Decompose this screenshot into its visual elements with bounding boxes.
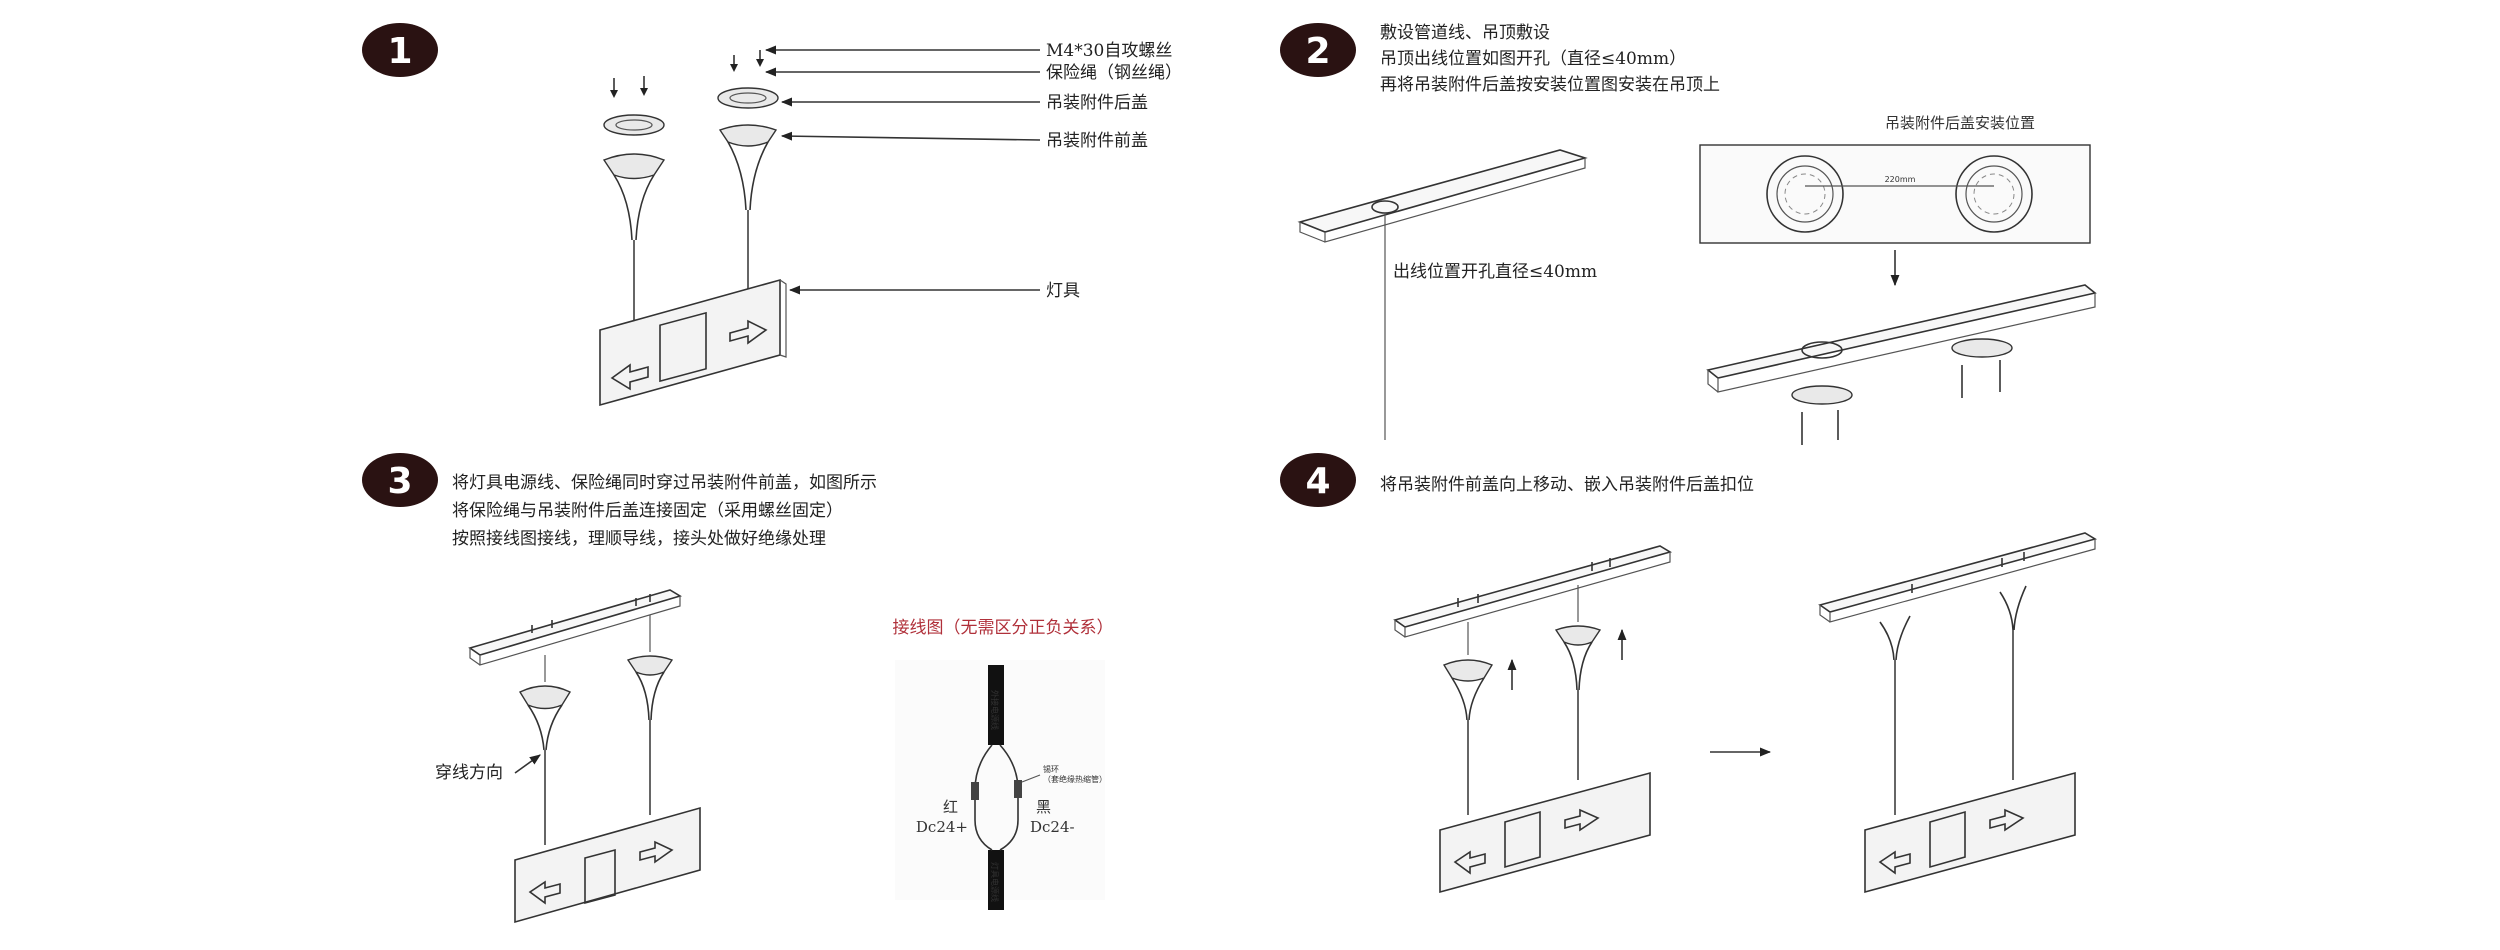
step-1-badge: 1: [362, 23, 438, 77]
mounting-distance-label: 220mm: [1885, 175, 1916, 184]
step-2-badge: 2: [1280, 23, 1356, 77]
callout-fixture: 灯具: [1046, 281, 1080, 301]
step-4-number: 4: [1305, 461, 1330, 502]
running-man-icon: [584, 848, 616, 905]
threading-direction-label: 穿线方向: [435, 763, 503, 783]
step-4-instruction-1: 将吊装附件前盖向上移动、嵌入吊装附件后盖扣位: [1380, 475, 1754, 495]
right-arrow-icon: [639, 840, 674, 864]
step-1-callouts: M4*30自攻螺丝 保险绳（钢丝绳） 吊装附件后盖 吊装附件前盖 灯具: [764, 41, 1182, 301]
step-2-panel: 2 敷设管道线、吊顶敷设 吊顶出线位置如图开孔（直径≤40mm） 再将吊装附件后…: [1280, 23, 2097, 445]
left-wire-voltage: Dc24+: [916, 818, 968, 836]
install-position-drawing: 吊装附件后盖安装位置 220mm: [1699, 114, 2091, 244]
left-arrow-icon: [528, 880, 561, 905]
install-position-title: 吊装附件后盖安装位置: [1885, 114, 2035, 132]
right-wire-color: 黑: [1036, 798, 1051, 816]
terminal-note: （套绝缘热缩管）: [1043, 774, 1107, 784]
input-cable-top: [988, 665, 1004, 745]
step-3-panel: 3 将灯具电源线、保险绳同时穿过吊装附件前盖，如图所示 将保险绳与吊装附件后盖连…: [362, 453, 1114, 924]
step-3-badge: 3: [362, 453, 438, 507]
input-cable-label: 外接电源线: [990, 690, 1000, 730]
callout-back-cover: 吊装附件后盖: [1046, 93, 1148, 113]
left-hanger-assembly: [602, 76, 666, 320]
right-arrow-icon: [729, 319, 768, 345]
step-1-panel: 1: [362, 23, 1182, 407]
step-4-panel: 4 将吊装附件前盖向上移动、嵌入吊装附件后盖扣位: [1280, 453, 2098, 894]
fixture-cable-label: 灯具电源线: [990, 862, 1000, 902]
terminal-label: 锡环: [1043, 765, 1059, 774]
step-3-exit-sign: [514, 806, 701, 924]
step-1-number: 1: [387, 31, 412, 72]
wiring-title: 接线图（无需区分正负关系）: [893, 618, 1114, 638]
step-3-instruction-2: 将保险绳与吊装附件后盖连接固定（采用螺丝固定）: [452, 501, 843, 521]
ceiling-plate-with-hole: 出线位置开孔直径≤40mm: [1297, 149, 1597, 440]
left-arrow-icon: [610, 363, 649, 391]
left-arrow-icon: [1453, 850, 1486, 875]
ceiling-plate-mounted: [1706, 284, 2097, 445]
step-3-ceiling-plate: [468, 589, 682, 666]
right-arrow-icon: [1989, 808, 2025, 832]
running-man-icon: [659, 311, 707, 383]
step-3-hangers: [518, 615, 674, 845]
right-arrow-icon: [1564, 808, 1600, 832]
right-hanger-assembly: [717, 50, 779, 290]
running-man-icon: [1929, 810, 1966, 869]
step-3-number: 3: [387, 461, 412, 502]
hole-diameter-label: 出线位置开孔直径≤40mm: [1393, 262, 1597, 282]
right-wire-voltage: Dc24-: [1030, 818, 1075, 836]
step-2-instruction-1: 敷设管道线、吊顶敷设: [1380, 23, 1550, 43]
step-3-instruction-3: 按照接线图接线，理顺导线，接头处做好绝缘处理: [452, 529, 826, 549]
callout-front-cover: 吊装附件前盖: [1046, 131, 1148, 151]
fixture-cable-bottom: [988, 850, 1004, 910]
left-arrow-icon: [1878, 850, 1911, 875]
step-2-instruction-2: 吊顶出线位置如图开孔（直径≤40mm）: [1380, 49, 1686, 69]
running-man-icon: [1504, 810, 1541, 869]
step-2-number: 2: [1305, 31, 1330, 72]
wiring-diagram: 接线图（无需区分正负关系） 外接电源线 灯具电源线 锡环 （套绝缘热缩管） 红 …: [893, 618, 1114, 910]
step-3-instruction-1: 将灯具电源线、保险绳同时穿过吊装附件前盖，如图所示: [452, 473, 877, 493]
callout-safety-rope: 保险绳（钢丝绳）: [1046, 63, 1182, 83]
callout-screw: M4*30自攻螺丝: [1046, 41, 1172, 61]
left-wire-color: 红: [943, 798, 958, 816]
step-4-badge: 4: [1280, 453, 1356, 507]
exit-sign-fixture: [599, 278, 787, 407]
step-4-after: [1818, 532, 2098, 894]
step-4-before: [1393, 545, 1672, 894]
step-2-instruction-3: 再将吊装附件后盖按安装位置图安装在吊顶上: [1380, 75, 1720, 95]
